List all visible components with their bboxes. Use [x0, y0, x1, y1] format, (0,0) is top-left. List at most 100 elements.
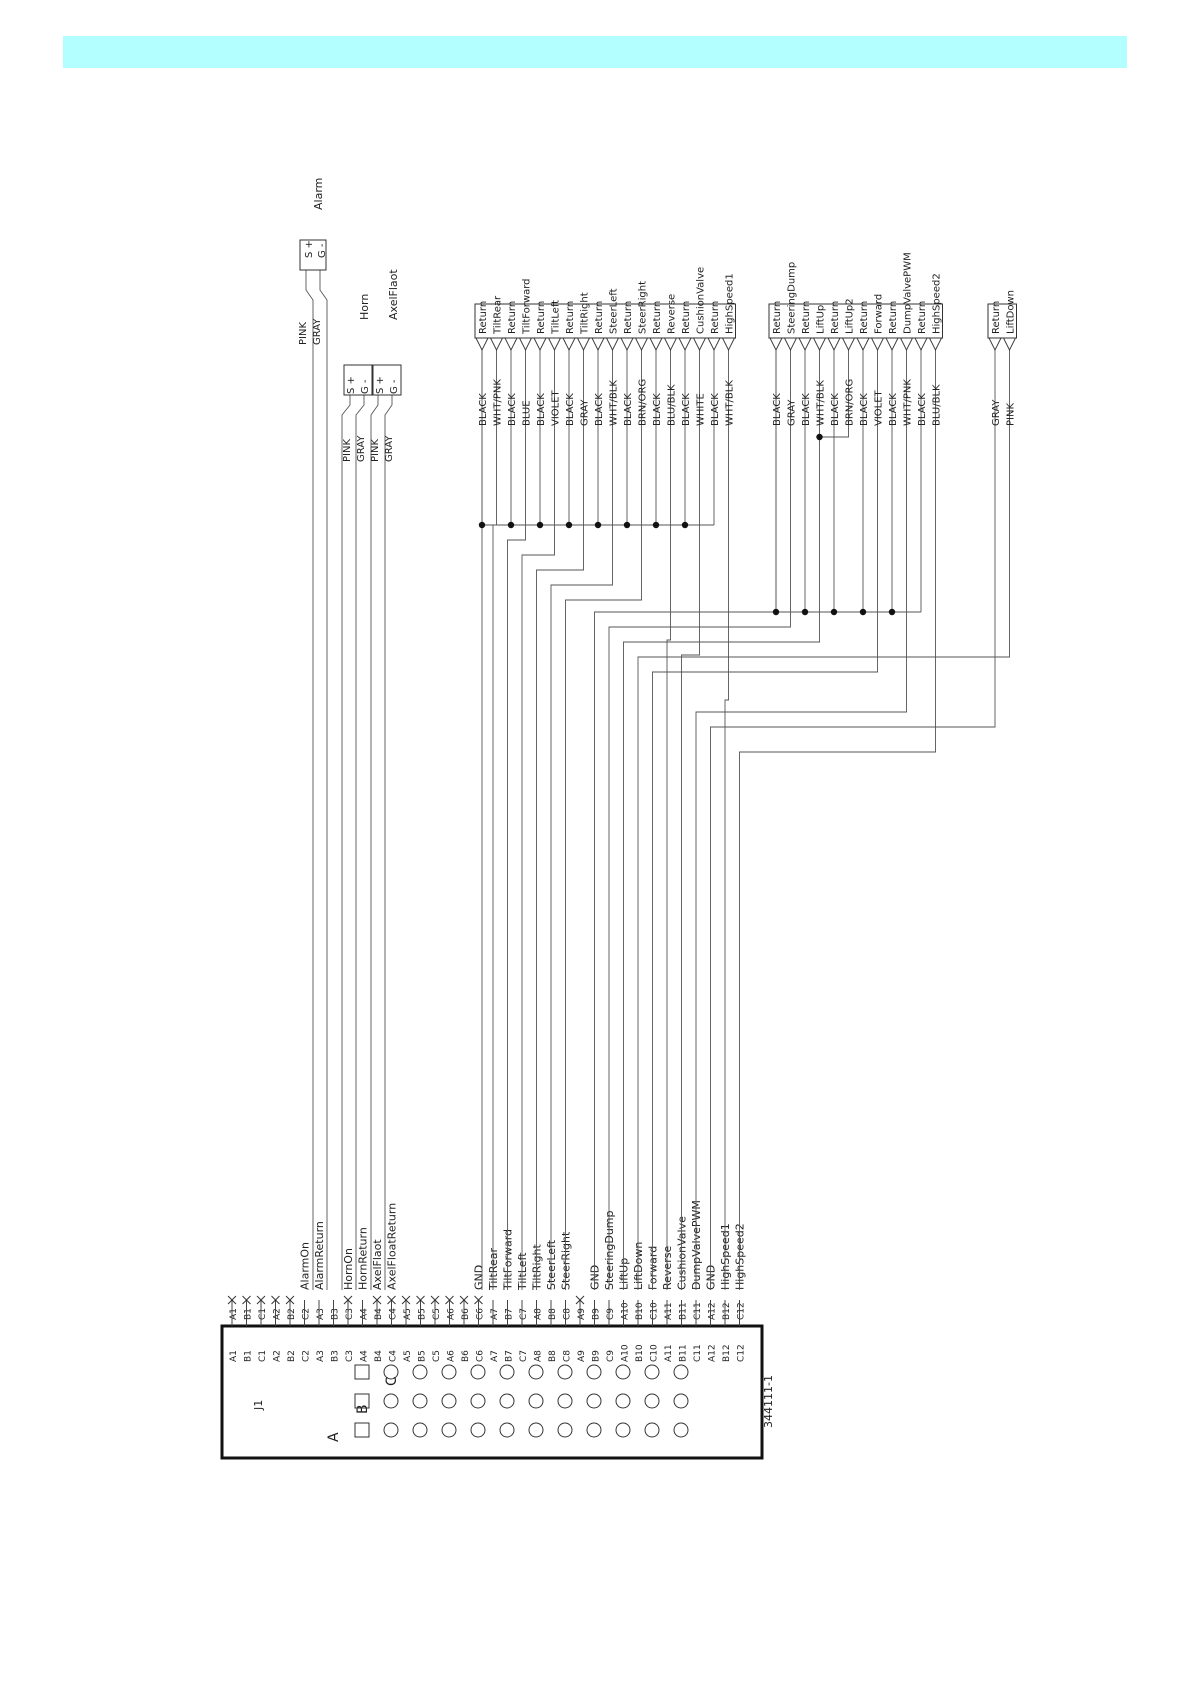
pin-label: C1	[258, 1308, 268, 1320]
pin-label: A11	[664, 1302, 674, 1320]
pin-label-inner: C2	[302, 1350, 312, 1362]
valve-block-1: ReturnBLACKTiltRearWHT/PNKReturnBLACKTil…	[474, 267, 736, 529]
vb1-wire-color: WHITE	[696, 393, 707, 426]
pin-label: A8	[534, 1308, 544, 1320]
vb1-wire-color: BLACK	[681, 393, 692, 426]
vb1-wire-color: BLACK	[478, 393, 489, 426]
pin-label-inner: C3	[345, 1350, 355, 1362]
horn-housing	[343, 364, 373, 396]
cavity	[441, 1364, 457, 1380]
pin-label-inner: C9	[606, 1350, 616, 1362]
pin-label-inner: B9	[592, 1350, 602, 1362]
vb2-liftup-tie	[816, 433, 823, 441]
pin-label: C11	[693, 1302, 703, 1320]
pin-label-inner: A8	[534, 1350, 544, 1362]
vb1-terminal-chevron	[722, 337, 735, 352]
vb1-terminal: CushionValve	[696, 267, 707, 334]
vb2-wire-color: BLACK	[888, 393, 899, 426]
signal-label: LiftDown	[632, 1242, 645, 1290]
vb1-terminal: Return	[623, 301, 634, 334]
vb2-junction-dot	[772, 608, 780, 616]
pin-label-inner: A6	[447, 1350, 457, 1362]
vb1-terminal: Return	[681, 301, 692, 334]
unused-mark	[242, 1295, 251, 1305]
pin-label-inner: B7	[505, 1350, 515, 1362]
cavity	[470, 1422, 486, 1438]
pin-label: C4	[389, 1308, 399, 1320]
alarm-label: Alarm	[312, 178, 325, 210]
column-letter-a: A	[326, 1432, 342, 1442]
vb1-terminal-chevron	[664, 337, 677, 352]
pin-label: B4	[374, 1308, 384, 1320]
vb1-wire-color: VIOLET	[551, 389, 562, 426]
vb2-terminal-chevron	[813, 337, 826, 352]
vb1-terminal-chevron	[519, 337, 532, 352]
signal-label: SteeringDump	[603, 1210, 616, 1290]
vb2-terminal: Return	[917, 301, 928, 334]
cavity	[528, 1422, 544, 1438]
horn-wire-gray: GRAY	[356, 435, 367, 462]
pin-label: B9	[592, 1308, 602, 1320]
wire-steerright	[565, 350, 642, 1290]
unused-mark	[387, 1295, 396, 1305]
vb2-terminal-chevron	[842, 337, 855, 352]
pin-label: A10	[621, 1302, 631, 1320]
pin-label: A4	[360, 1308, 370, 1320]
cavity	[673, 1393, 689, 1409]
pin-label-inner: B3	[331, 1350, 341, 1362]
wire-axel	[370, 395, 379, 1290]
vb1-wire-color: GRAY	[580, 399, 591, 426]
vb1-terminal: Return	[478, 301, 489, 334]
vb2-wire-color: WHT/PNK	[903, 379, 914, 426]
vb1-wire-color: BLACK	[594, 393, 605, 426]
vb1-terminal-chevron	[707, 337, 721, 352]
vb1-terminal-chevron	[577, 337, 590, 352]
vb1-wire-color: BLACK	[565, 393, 576, 426]
unused-mark	[459, 1295, 469, 1305]
horn-label: Horn	[358, 294, 371, 320]
alarm-housing	[299, 239, 327, 271]
vb2-junction-dot	[830, 608, 838, 616]
pin-label: C5	[432, 1308, 442, 1320]
cavity	[586, 1364, 602, 1380]
vb1-terminal: HighSpeed1	[725, 273, 736, 334]
pin-label: A6	[447, 1308, 457, 1320]
cavity	[586, 1422, 602, 1438]
signal-label: SteerRight	[560, 1231, 573, 1290]
pin-label: C8	[563, 1308, 573, 1320]
cavity	[644, 1364, 660, 1380]
vb2-terminal-chevron	[784, 337, 797, 352]
vb2-terminal: Return	[772, 301, 783, 334]
pin-label-inner: B8	[548, 1350, 558, 1362]
pin-label-inner: A7	[490, 1350, 500, 1362]
vb1-terminal: TiltForward	[522, 279, 533, 336]
vb2-junction-dot	[801, 608, 809, 616]
vb2-junction-dot	[859, 608, 867, 616]
vb2-wire-color: BLACK	[917, 393, 928, 426]
column-letter-b: B	[355, 1404, 371, 1414]
pin-label-inner: B5	[418, 1350, 428, 1362]
unused-mark	[256, 1295, 266, 1305]
vb2-terminal: Return	[801, 301, 812, 334]
cavity	[441, 1422, 457, 1438]
ld-terminal-chevron	[1003, 337, 1016, 352]
vb2-wire-color: BLU/BLK	[932, 384, 943, 426]
signal-label: GND	[589, 1265, 602, 1290]
unused-mark	[575, 1295, 585, 1305]
vb1-wire-color: BLACK	[652, 393, 663, 426]
unused-mark	[401, 1295, 411, 1305]
wire-liftup	[623, 350, 820, 1290]
wire-tiltrear	[492, 350, 497, 1290]
vb1-junction-dot	[565, 521, 573, 529]
valve-block-2: ReturnBLACKSteeringDumpGRAYReturnBLACKLi…	[768, 252, 943, 616]
cavity	[412, 1422, 428, 1438]
unused-mark	[285, 1295, 295, 1305]
signal-label: DumpValvePWM	[690, 1200, 703, 1290]
vb1-terminal-chevron	[504, 337, 518, 352]
signal-label: AxelFloatReturn	[386, 1203, 399, 1290]
vb2-terminal: DumpValvePWM	[903, 252, 914, 334]
wire-liftup2-tie	[819, 350, 849, 438]
pin-label: B2	[287, 1308, 297, 1320]
